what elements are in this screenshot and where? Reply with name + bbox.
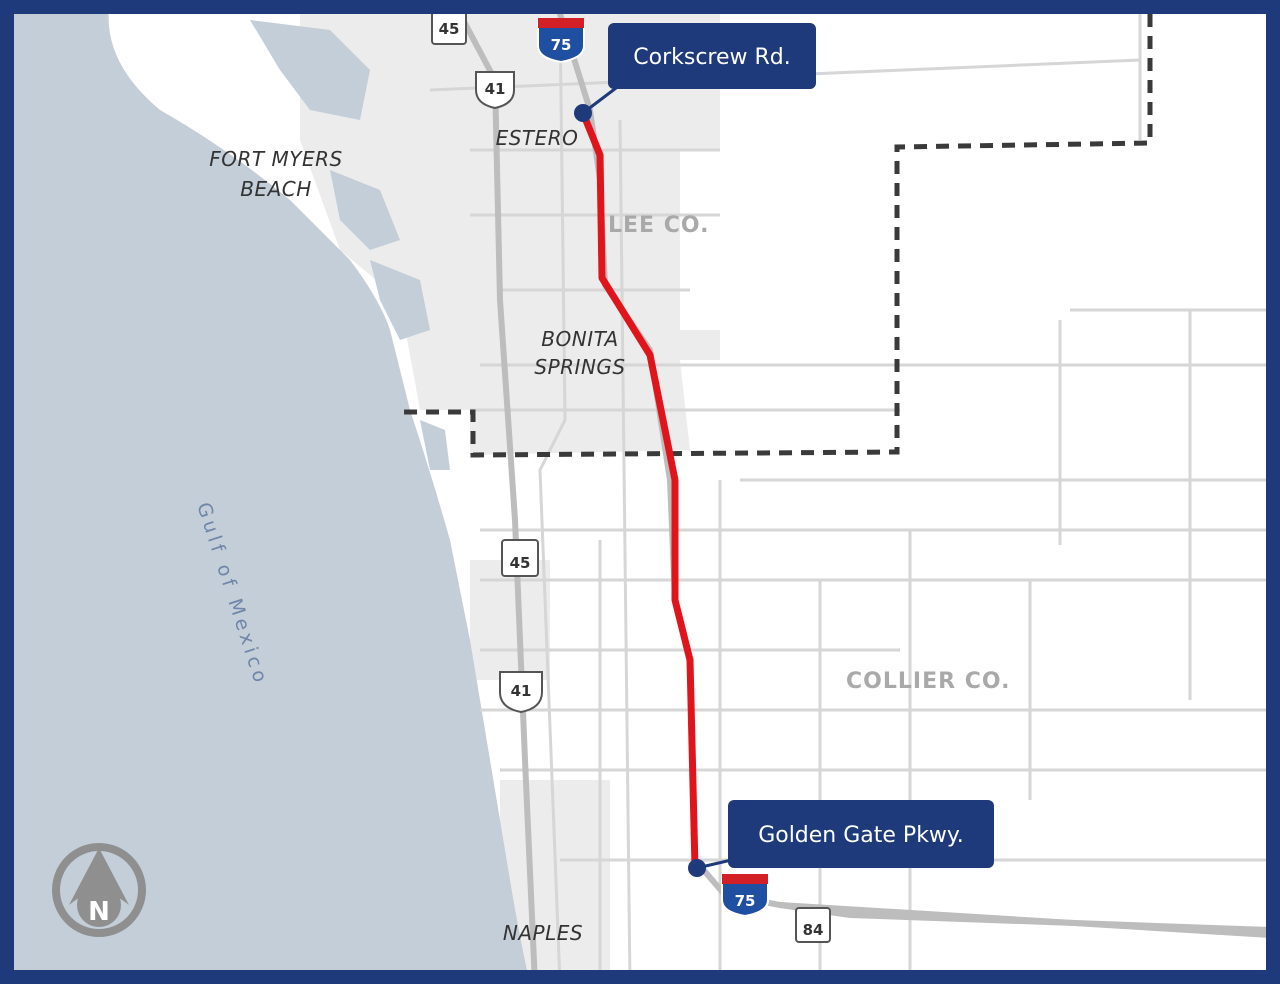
sr-45-shield-mid: 45 [501,539,539,577]
svg-text:45: 45 [439,20,460,38]
svg-text:84: 84 [803,921,824,939]
naples-label: NAPLES [503,921,583,945]
estero-label: ESTERO [496,126,579,150]
sr-84-shield: 84 [795,907,831,943]
south-callout: Golden Gate Pkwy. [688,800,994,877]
lee-county-label: LEE CO. [608,213,709,238]
north-arrow-label: N [88,897,110,927]
north-callout: Corkscrew Rd. [574,23,816,122]
svg-text:45: 45 [510,554,531,572]
svg-text:75: 75 [551,36,572,54]
collier-county-label: COLLIER CO. [846,669,1010,694]
south-callout-label: Golden Gate Pkwy. [758,823,964,848]
south-endpoint-marker [688,859,706,877]
sr-84-road [777,902,1266,938]
us-41-shield-top: 41 [475,71,515,110]
i-75-shield-top: 75 [537,18,585,64]
svg-text:41: 41 [485,80,506,98]
north-endpoint-marker [574,104,592,122]
gulf-water [14,14,527,970]
estuary-islands [250,20,450,470]
svg-text:75: 75 [735,892,756,910]
bonita-springs-label-line2: SPRINGS [534,355,625,379]
svg-text:41: 41 [511,682,532,700]
fort-myers-beach-label-line1: FORT MYERS [209,147,342,171]
project-corridor [579,109,699,872]
fort-myers-beach-label-line2: BEACH [240,177,312,201]
us-41-shield-mid: 41 [499,671,543,714]
sr-45-shield-top: 45 [431,14,467,45]
i-75-shield-bottom: 75 [721,874,769,918]
county-line [400,14,1153,458]
bonita-springs-label-line1: BONITA [541,327,618,351]
us-41-road [457,14,538,970]
north-callout-label: Corkscrew Rd. [633,45,791,70]
north-arrow-icon: N [52,843,146,937]
